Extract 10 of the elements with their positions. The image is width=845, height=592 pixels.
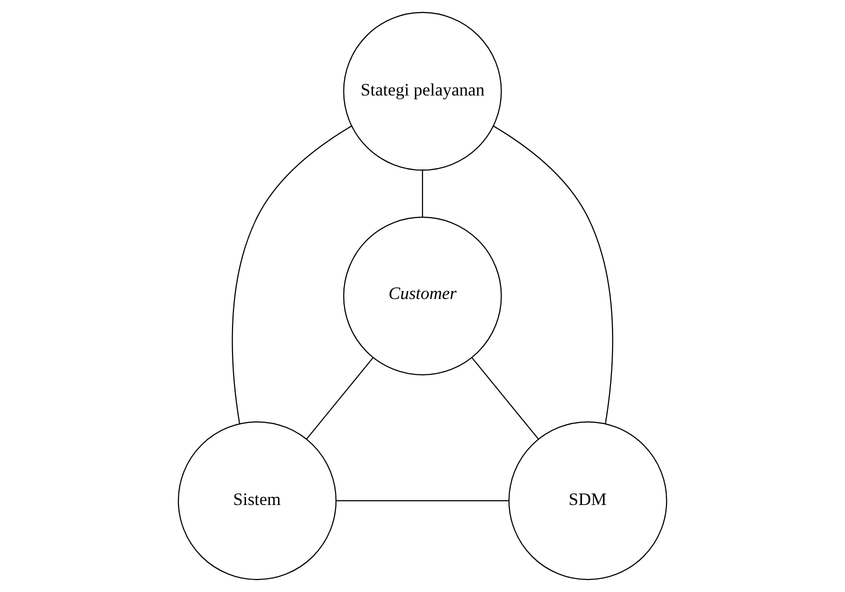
node-circle: Sistem — [178, 421, 337, 580]
node-circle: Customer — [343, 216, 502, 376]
connector — [422, 170, 424, 217]
node-circle: SDM — [508, 421, 668, 580]
connector — [336, 500, 509, 502]
node-circle: Stategi pelayanan — [343, 12, 502, 171]
connector — [493, 126, 614, 424]
connector — [306, 357, 374, 440]
connector — [471, 357, 539, 440]
connector — [232, 126, 352, 424]
